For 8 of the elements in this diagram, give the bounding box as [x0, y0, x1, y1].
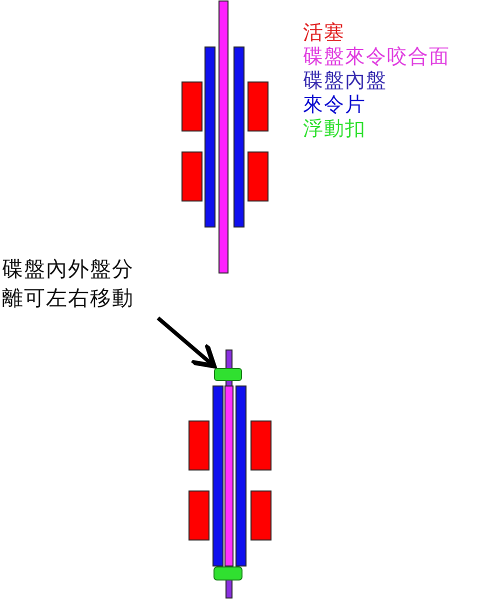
legend-label: 碟盤內盤	[303, 68, 388, 92]
annotation-text: 碟盤內外盤分離可左右移動	[2, 255, 142, 313]
legend-label: 碟盤來令咬合面	[303, 44, 450, 68]
legend-label: 浮動扣	[303, 116, 367, 140]
legend-label: 來令片	[303, 92, 367, 116]
arrow	[156, 316, 216, 368]
floating-clip	[214, 368, 242, 381]
legend-label: 活塞	[303, 20, 346, 44]
